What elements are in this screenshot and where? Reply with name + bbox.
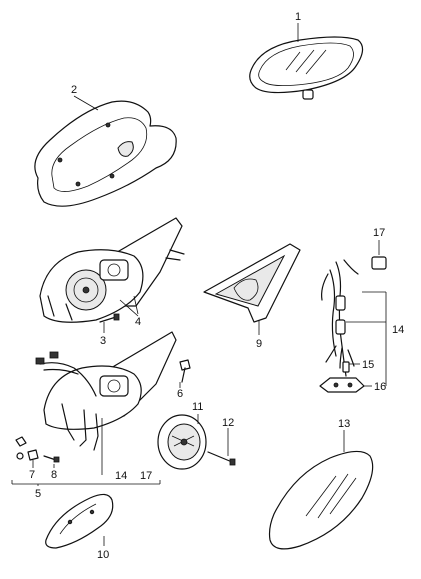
- callout-9: 9: [256, 338, 262, 350]
- part-13-mirror-glass: [268, 430, 374, 550]
- part-12-screw: [207, 428, 236, 466]
- leader-lines: [119, 299, 181, 388]
- callout-labels: 1 2 3 4 5 6 7 8 9 10 11 12 13 14 14 15 1…: [29, 11, 404, 561]
- callout-14-right: 14: [392, 324, 404, 336]
- callout-10: 10: [97, 549, 109, 561]
- part-4-mirror-base-assembly: [39, 217, 185, 323]
- callout-17-bottom: 17: [140, 470, 152, 482]
- callout-1: 1: [295, 11, 301, 23]
- part-5-mirror-base-assembly: [35, 331, 177, 451]
- part-11-adjustment-motor: [157, 414, 207, 470]
- part-1-interior-mirror: [249, 23, 364, 100]
- callout-7: 7: [29, 469, 35, 481]
- part-9-triangle-cover: [203, 243, 301, 335]
- callout-3: 3: [100, 335, 106, 347]
- callout-14-bottom: 14: [115, 470, 127, 482]
- part-15-plug: [342, 361, 360, 373]
- part-16-mounting-plate: [319, 377, 372, 393]
- callout-15: 15: [362, 359, 374, 371]
- callout-6: 6: [177, 388, 183, 400]
- callout-17-top: 17: [373, 227, 385, 239]
- part-14-wiring-harness: [321, 259, 387, 386]
- callout-11: 11: [192, 401, 203, 413]
- part-10-lower-cover: [45, 493, 114, 549]
- part-17-connector: [371, 240, 387, 270]
- part-3-screw: [99, 313, 120, 333]
- part-2-mirror-housing: [34, 95, 177, 207]
- callout-bracket: [11, 418, 161, 486]
- parts-7-8-fasteners: [15, 436, 60, 468]
- callout-4: 4: [135, 316, 141, 328]
- callout-13: 13: [338, 418, 350, 430]
- part-6-screw: [179, 359, 191, 383]
- callout-5: 5: [35, 488, 41, 500]
- callout-12: 12: [222, 417, 234, 429]
- callout-2: 2: [71, 84, 77, 96]
- callout-8: 8: [51, 469, 57, 481]
- callout-16: 16: [374, 381, 386, 393]
